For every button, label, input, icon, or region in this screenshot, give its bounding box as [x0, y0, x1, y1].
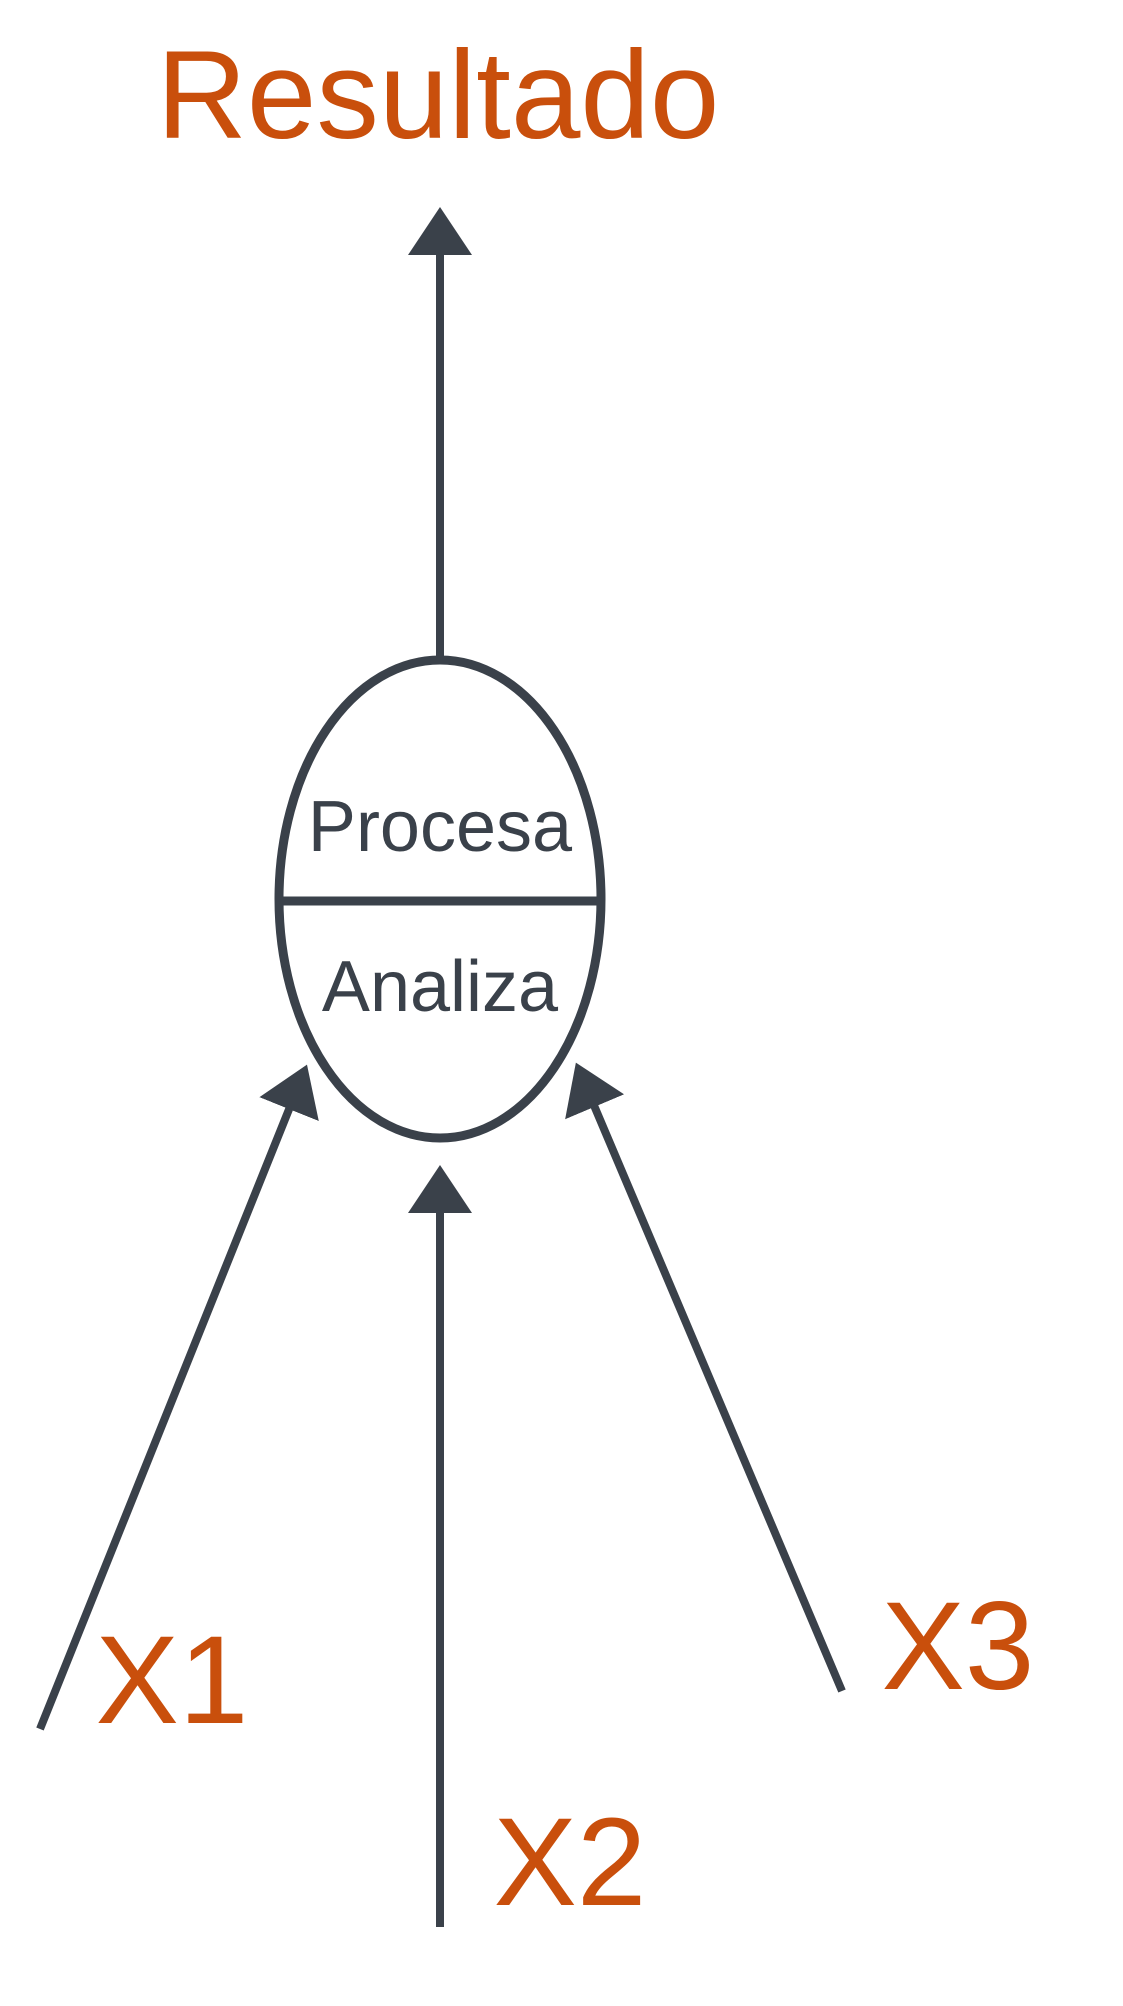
input-arrow-x3: [565, 1062, 846, 1693]
input-label-x1: X1: [96, 1611, 249, 1750]
output-label: Resultado: [157, 26, 720, 165]
input-label-x3: X3: [882, 1577, 1035, 1716]
process-top-label: Procesa: [308, 787, 573, 867]
input-label-x2: X2: [494, 1793, 647, 1932]
process-bottom-label: Analiza: [322, 947, 559, 1027]
process-node[interactable]: Procesa Analiza: [274, 655, 606, 1143]
input-arrow-x1: [36, 1064, 319, 1731]
